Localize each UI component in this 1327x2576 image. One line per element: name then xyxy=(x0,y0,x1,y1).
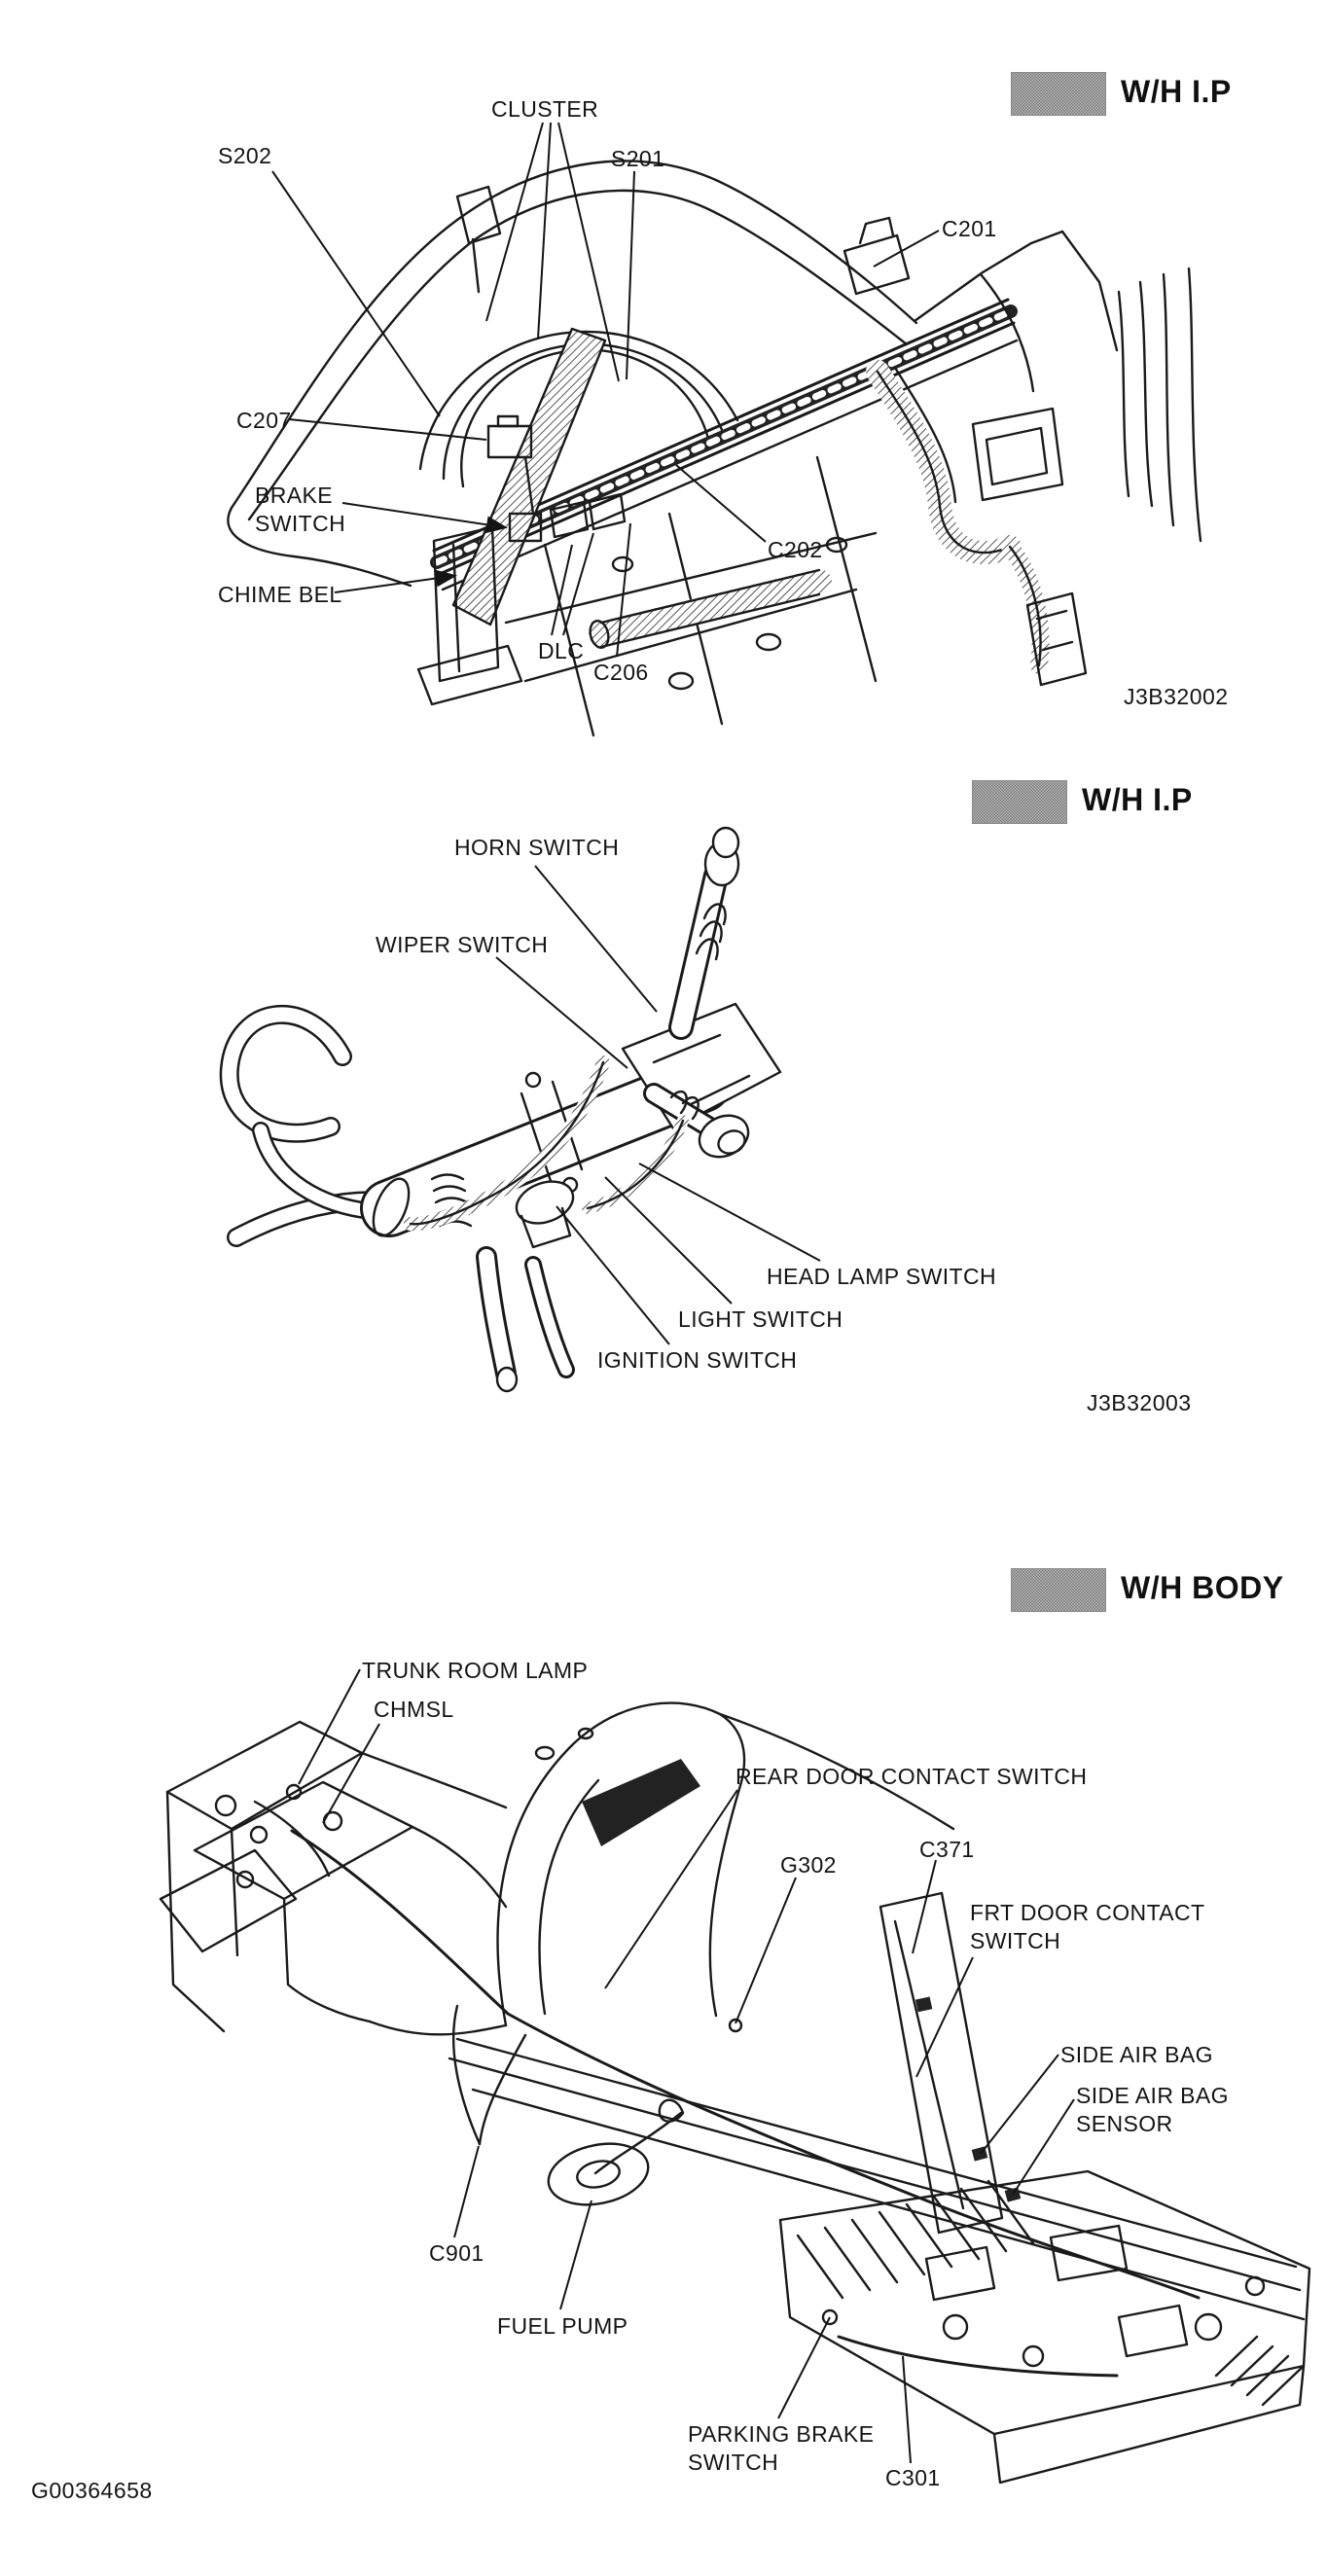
legend-wh-body: W/H BODY xyxy=(1011,1568,1284,1612)
label-dlc: DLC xyxy=(538,638,585,663)
legend-label: W/H I.P xyxy=(1121,74,1232,109)
chime-bell-module xyxy=(432,525,500,683)
brake-switch-connector xyxy=(508,512,543,543)
label-line: SWITCH xyxy=(970,1928,1061,1954)
steering-column-tube xyxy=(360,1055,732,1237)
label-c301: C301 xyxy=(885,2465,941,2490)
ip-harness-figure xyxy=(227,122,1202,737)
halftone-swatch xyxy=(1011,72,1106,116)
label-trunk-room-lamp: TRUNK ROOM LAMP xyxy=(362,1658,589,1683)
c202-module xyxy=(971,407,1064,502)
halftone-swatch xyxy=(1011,1568,1106,1612)
label-s202: S202 xyxy=(218,143,272,168)
c206-connector xyxy=(1025,591,1088,687)
label-c901: C901 xyxy=(429,2240,484,2266)
label-light-switch: LIGHT SWITCH xyxy=(678,1306,843,1332)
ip-line-art xyxy=(227,160,1202,737)
halftone-swatch xyxy=(972,780,1067,824)
ignition-cylinder xyxy=(515,1180,575,1225)
label-g302: G302 xyxy=(780,1852,837,1878)
label-c371: C371 xyxy=(919,1837,975,1862)
label-line: SENSOR xyxy=(1076,2111,1173,2137)
figure-code-2: J3B32003 xyxy=(1087,1390,1192,1415)
label-chmsl: CHMSL xyxy=(374,1697,454,1722)
label-line: BRAKE xyxy=(255,483,333,508)
side-air-bag-unit xyxy=(971,2146,988,2162)
legend-label: W/H BODY xyxy=(1121,1570,1284,1605)
dlc-connector xyxy=(549,500,590,539)
legend-wh-ip-2: W/H I.P xyxy=(972,780,1193,824)
label-c202: C202 xyxy=(768,537,823,562)
label-frt-door-contact-switch: FRT DOOR CONTACT SWITCH xyxy=(970,1899,1205,1956)
label-head-lamp-switch: HEAD LAMP SWITCH xyxy=(767,1264,997,1289)
label-wiper-switch: WIPER SWITCH xyxy=(376,932,549,957)
c207-connector xyxy=(486,424,533,459)
label-fuel-pump: FUEL PUMP xyxy=(497,2313,628,2339)
door-contact-switch xyxy=(915,1996,933,2013)
label-brake-switch: BRAKE SWITCH xyxy=(255,482,345,539)
label-parking-brake-switch: PARKING BRAKE SWITCH xyxy=(688,2420,874,2478)
label-c207: C207 xyxy=(236,408,292,433)
label-horn-switch: HORN SWITCH xyxy=(454,835,620,860)
floor-pan xyxy=(778,2169,1311,2436)
label-chime-bel: CHIME BEL xyxy=(218,582,342,607)
label-c201: C201 xyxy=(942,216,997,241)
ip-leader-lines xyxy=(271,122,940,658)
label-ignition-switch: IGNITION SWITCH xyxy=(597,1347,798,1373)
label-cluster: CLUSTER xyxy=(491,96,599,122)
label-s201: S201 xyxy=(611,146,665,171)
combination-switch-block xyxy=(621,1002,782,1130)
label-side-air-bag: SIDE AIR BAG xyxy=(1060,2042,1213,2067)
figure-code-1: J3B32002 xyxy=(1124,684,1229,709)
fuel-pump-ring xyxy=(547,2142,650,2206)
label-line: FRT DOOR CONTACT xyxy=(970,1900,1205,1925)
side-air-bag-sensor-unit xyxy=(1004,2187,1022,2202)
parking-brake-switch-point xyxy=(821,2308,839,2326)
g302-ground-point xyxy=(728,2018,743,2033)
quarter-panel xyxy=(496,1701,746,2027)
legend-wh-ip-1: W/H I.P xyxy=(1011,72,1232,116)
label-rear-door-contact-switch: REAR DOOR CONTACT SWITCH xyxy=(735,1764,1088,1789)
legend-label: W/H I.P xyxy=(1082,782,1193,817)
label-side-air-bag-sensor: SIDE AIR BAG SENSOR xyxy=(1076,2082,1229,2139)
page-graphic-code: G00364658 xyxy=(31,2478,153,2503)
label-c206: C206 xyxy=(593,660,649,685)
label-line: PARKING BRAKE xyxy=(688,2421,875,2447)
c201-connector xyxy=(843,233,911,296)
label-line: SIDE AIR BAG xyxy=(1076,2083,1229,2108)
label-line: SWITCH xyxy=(255,511,346,537)
label-line: SWITCH xyxy=(688,2450,779,2476)
lever-knob xyxy=(698,1114,750,1159)
